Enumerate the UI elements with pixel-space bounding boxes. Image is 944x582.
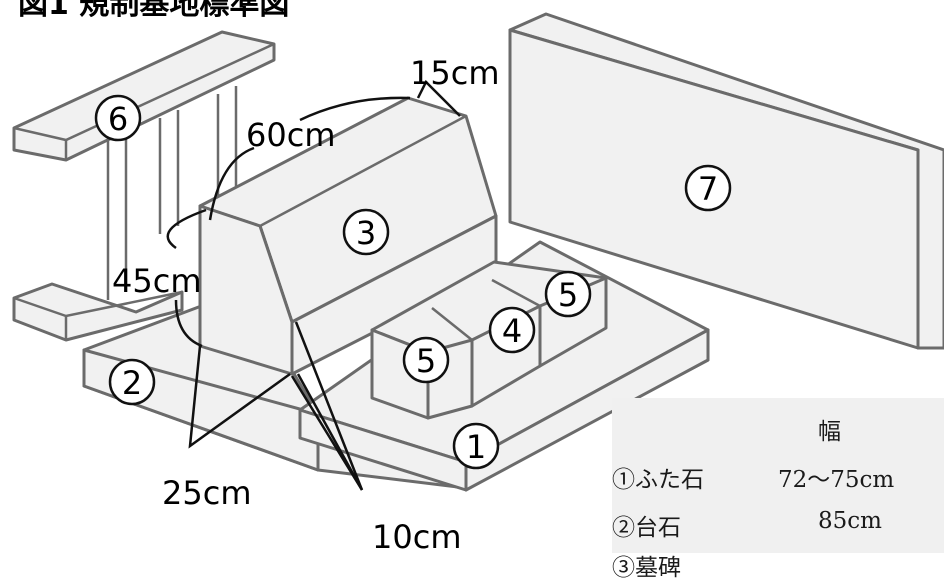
svg-text:3: 3 (356, 214, 376, 252)
part-number-3: 3 (342, 208, 390, 256)
dim-label-45cm: 45cm (112, 262, 201, 300)
part-number-5-left: 5 (402, 336, 450, 384)
svg-text:5: 5 (558, 276, 578, 314)
figure-title: 図1 規制基地標準図 (18, 0, 289, 22)
svg-text:6: 6 (108, 100, 128, 138)
spec-header: 幅 (818, 419, 841, 445)
standard-grave-diagram: 図1 規制基地標準図 (12, 0, 944, 553)
svg-text:5: 5 (416, 342, 436, 380)
spec-row-2-name: ②台石 (612, 515, 681, 541)
part-number-4: 4 (488, 306, 536, 354)
svg-text:7: 7 (698, 170, 718, 208)
part-number-1: 1 (452, 422, 500, 470)
part-number-6: 6 (94, 94, 142, 142)
spec-table: 幅 ①ふた石 72〜75cm ②台石 85cm ③墓碑 (612, 398, 944, 581)
dim-label-15cm: 15cm (410, 54, 499, 92)
spec-row-1-name: ①ふた石 (612, 467, 704, 493)
spec-row-1-value: 72〜75cm (778, 467, 895, 493)
bench-part-6 (12, 30, 276, 342)
spec-row-2-value: 85cm (818, 508, 882, 534)
svg-text:2: 2 (122, 364, 142, 402)
part-number-7: 7 (684, 164, 732, 212)
tombstone-part-3 (198, 96, 498, 376)
svg-text:4: 4 (502, 312, 522, 350)
svg-text:1: 1 (466, 428, 486, 466)
spec-row-3-name: ③墓碑 (612, 555, 681, 581)
dim-label-25cm: 25cm (162, 474, 251, 512)
dimension-lines (166, 79, 461, 491)
part-number-2: 2 (108, 358, 156, 406)
part-number-5-right: 5 (544, 270, 592, 318)
dim-label-10cm: 10cm (372, 518, 461, 553)
dim-label-60cm: 60cm (246, 116, 335, 154)
